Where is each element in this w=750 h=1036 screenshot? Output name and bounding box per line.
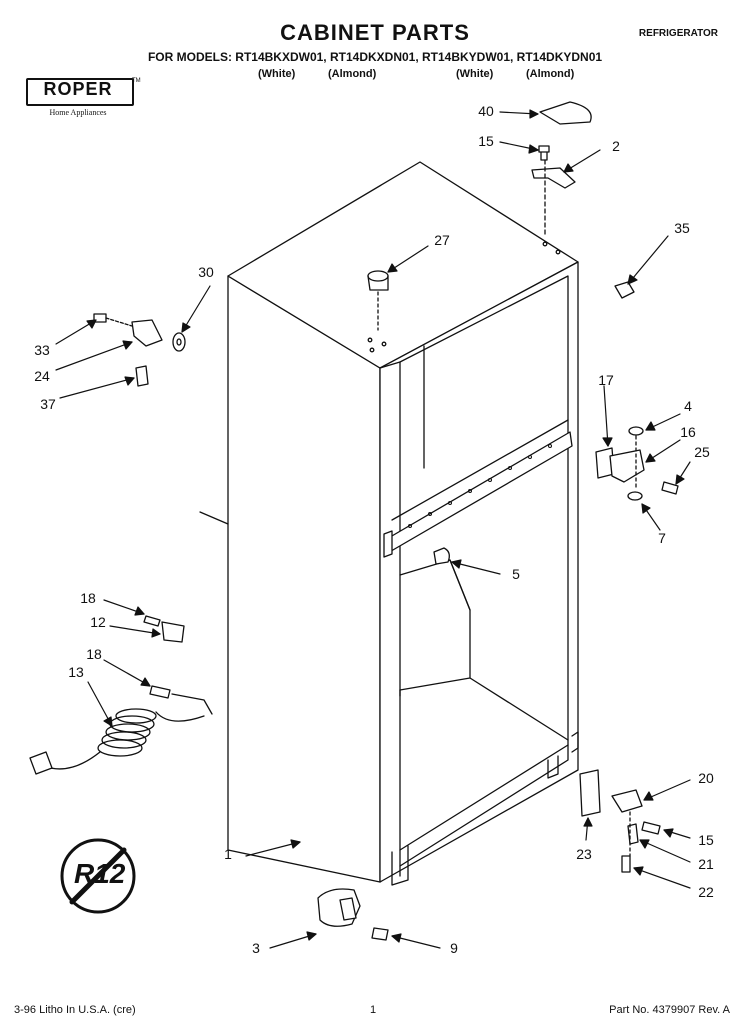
washer-4 <box>628 426 644 436</box>
callout-4: 4 <box>684 398 692 414</box>
footer-part-number: Part No. 4379907 Rev. A <box>609 1004 730 1016</box>
callout-33: 33 <box>34 342 50 358</box>
color-label-3: (White) <box>456 68 494 80</box>
power-cord-13 <box>29 708 205 775</box>
button-27 <box>367 270 389 282</box>
callout-5: 5 <box>512 566 520 582</box>
hinge-cover-40 <box>539 101 592 125</box>
callout-15-bottom: 15 <box>698 832 714 848</box>
callout-1: 1 <box>224 846 232 862</box>
screw-15-top <box>538 145 550 161</box>
washer-30 <box>172 332 186 352</box>
r12-badge-text: R12 <box>74 858 126 889</box>
brand-name: ROPER <box>43 79 113 99</box>
callout-22: 22 <box>698 884 714 900</box>
part-5 <box>433 547 450 565</box>
footer-print-info: 3-96 Litho In U.S.A. (cre) <box>14 1004 136 1016</box>
plug-35 <box>614 281 635 299</box>
callout-13: 13 <box>68 664 84 680</box>
callout-20: 20 <box>698 770 714 786</box>
screw-15-bottom <box>641 821 661 835</box>
callout-37: 37 <box>40 396 56 412</box>
screw-33 <box>93 313 107 323</box>
callout-21: 21 <box>698 856 714 872</box>
footer-page-number: 1 <box>370 1004 377 1016</box>
color-label-4: (Almond) <box>526 68 575 80</box>
bracket-24 <box>131 319 163 347</box>
callout-2: 2 <box>612 138 620 154</box>
callout-23: 23 <box>576 846 592 862</box>
models-line: FOR MODELS: RT14BKXDW01, RT14DKXDN01, RT… <box>147 50 603 64</box>
callout-18-a: 18 <box>80 590 96 606</box>
page-title: CABINET PARTS <box>280 20 470 45</box>
screw-22 <box>621 855 631 873</box>
callout-25: 25 <box>694 444 710 460</box>
callout-7: 7 <box>658 530 666 546</box>
r12-badge <box>60 838 136 914</box>
screw-18-a <box>143 615 161 627</box>
leader-lines <box>55 109 691 949</box>
callout-35: 35 <box>674 220 690 236</box>
callout-30: 30 <box>198 264 214 280</box>
callout-24: 24 <box>34 368 50 384</box>
bottom-hinge-20 <box>611 789 643 813</box>
callout-40: 40 <box>478 103 494 119</box>
color-label-2: (Almond) <box>328 68 377 80</box>
callout-12: 12 <box>90 614 106 630</box>
callout-17: 17 <box>598 372 614 388</box>
callout-16: 16 <box>680 424 696 440</box>
color-label-1: (White) <box>258 68 296 80</box>
callout-15-top: 15 <box>478 133 494 149</box>
spacer-37 <box>135 365 149 387</box>
shim-23 <box>579 769 601 817</box>
cabinet-shell <box>227 161 579 886</box>
trademark-mark: TM <box>132 78 141 84</box>
brand-subtitle: Home Appliances <box>49 108 107 117</box>
callout-27: 27 <box>434 232 450 248</box>
screw-18-b <box>149 685 171 699</box>
brand-logo <box>26 78 134 106</box>
callout-3: 3 <box>252 940 260 956</box>
center-hinge-16 <box>609 449 645 483</box>
washer-7 <box>627 491 643 501</box>
category-label: REFRIGERATOR <box>638 28 718 39</box>
ground-wire <box>171 693 213 715</box>
top-hinge-2 <box>531 167 576 189</box>
clip-12 <box>161 621 185 643</box>
callout-18-b: 18 <box>86 646 102 662</box>
screw-25 <box>661 481 679 495</box>
callout-9: 9 <box>450 940 458 956</box>
screw-9 <box>371 927 389 941</box>
